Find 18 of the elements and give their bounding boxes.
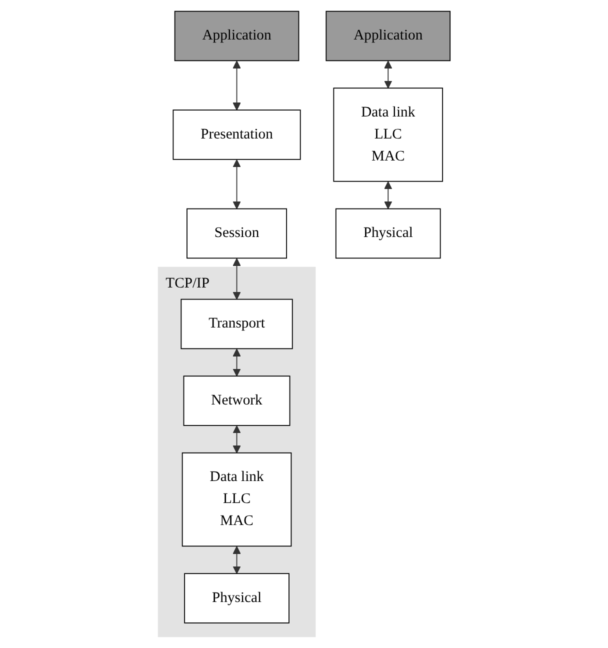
- arrow: [384, 181, 392, 210]
- node-box: Physical: [335, 208, 441, 259]
- node-box: Application: [174, 10, 299, 62]
- node-box: Presentation: [172, 110, 301, 160]
- arrow: [232, 348, 241, 376]
- arrow: [232, 425, 241, 454]
- node-box: Application: [326, 10, 450, 62]
- arrow: [232, 258, 241, 300]
- node-box: Physical: [184, 573, 290, 624]
- node-box: Data link LLC MAC: [182, 452, 292, 547]
- arrow: [232, 546, 241, 574]
- node-box: Data link LLC MAC: [333, 88, 443, 182]
- arrow: [232, 159, 241, 210]
- node-box: Session: [186, 208, 287, 259]
- arrow: [232, 60, 241, 110]
- arrow: [384, 60, 392, 88]
- node-box: Network: [183, 376, 290, 426]
- node-box: Transport: [180, 298, 293, 350]
